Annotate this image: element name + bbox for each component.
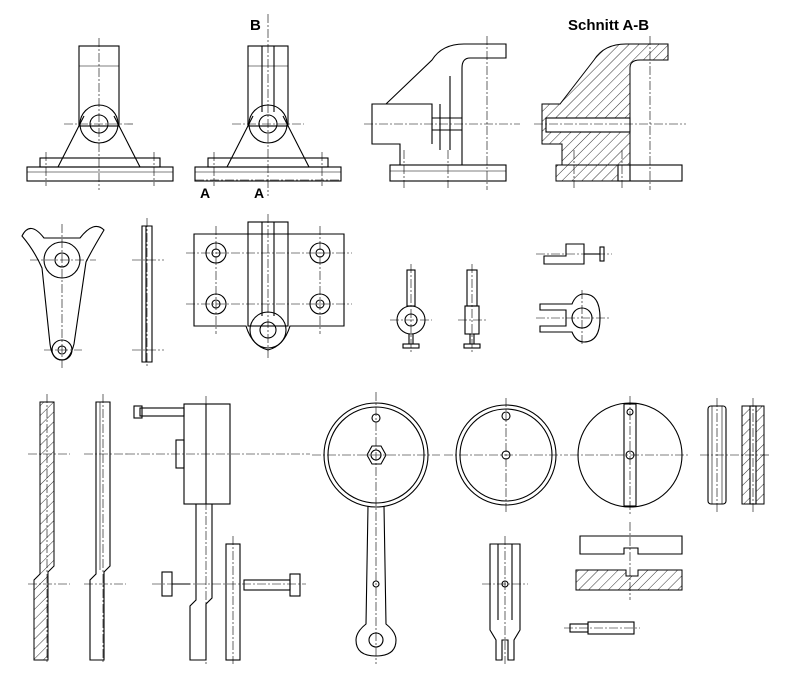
- disc-slotted-view: [570, 396, 690, 514]
- section-title: Schnitt A-B: [568, 17, 649, 34]
- slider-block-views: [564, 522, 683, 635]
- plain-rod-view: [84, 394, 126, 664]
- cut-mark-a-right: A: [254, 185, 264, 201]
- lever-front-view: [21, 224, 105, 368]
- bracket-section-view: Schnitt A-B: [534, 17, 686, 190]
- sectioned-rod-view: [28, 394, 70, 664]
- bracket-front-view: [26, 38, 174, 190]
- disc-rod-front-view: [312, 392, 440, 664]
- disc-front-view: [444, 398, 568, 512]
- clamp-collar-views: [390, 243, 612, 352]
- lever-side-view: [132, 218, 164, 368]
- cut-mark-a-left: A: [200, 185, 210, 201]
- section-mark-b: B: [250, 17, 261, 34]
- bracket-top-view: [186, 214, 352, 360]
- carriage-assembly-view: [126, 396, 310, 664]
- bracket-side-view: [364, 36, 520, 190]
- disc-side-views: [700, 398, 770, 512]
- fork-rod-view: [482, 536, 528, 664]
- bracket-cut-view: B A A: [194, 14, 342, 201]
